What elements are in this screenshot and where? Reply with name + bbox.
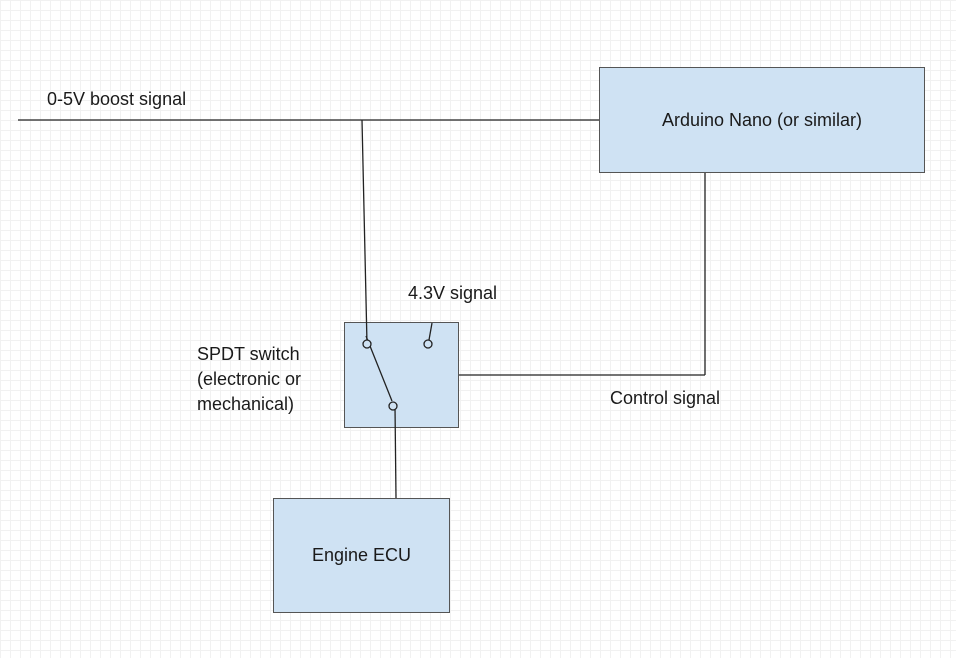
control-signal-label: Control signal xyxy=(610,388,721,408)
switch-terminal-43v xyxy=(423,339,433,349)
signal-43v-label: 4.3V signal xyxy=(408,283,498,303)
spdt-switch-label: SPDT switch (electronic or mechanical) xyxy=(197,342,301,417)
signal-43v-wire xyxy=(428,322,433,341)
arduino-nano-block: Arduino Nano (or similar) xyxy=(599,67,925,173)
switch-label-line3: mechanical) xyxy=(197,394,295,414)
ecu-wire xyxy=(394,405,397,499)
engine-ecu-label: Engine ECU xyxy=(311,545,412,565)
boost-tap-wire xyxy=(361,119,368,345)
switch-terminal-boost xyxy=(362,339,372,349)
switch-common-terminal xyxy=(388,401,398,411)
boost-signal-label: 0-5V boost signal xyxy=(47,89,187,109)
switch-label-line1: SPDT switch xyxy=(197,344,300,364)
spdt-switch-block xyxy=(344,322,459,428)
arduino-nano-label: Arduino Nano (or similar) xyxy=(661,109,863,130)
engine-ecu-block: Engine ECU xyxy=(273,498,450,613)
switch-label-line2: (electronic or xyxy=(197,369,302,389)
